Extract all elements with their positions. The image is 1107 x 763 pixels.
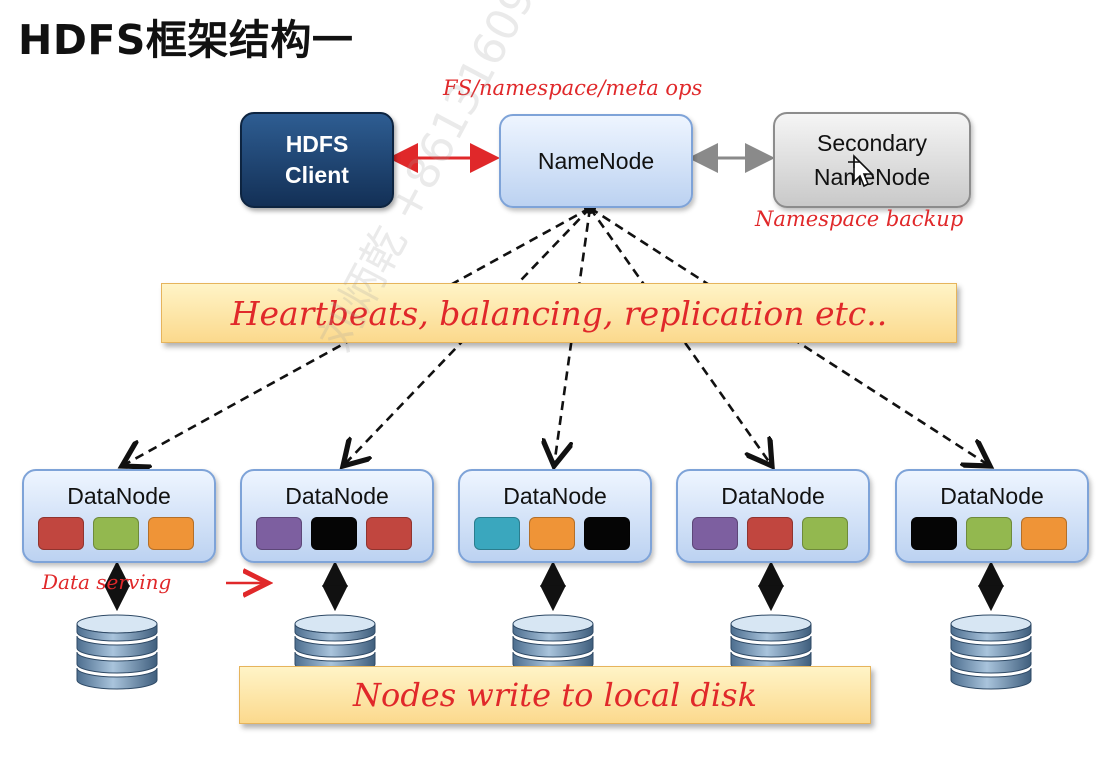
disk-arrows	[104, 560, 1004, 612]
data-block-green	[966, 517, 1012, 550]
data-block-red	[366, 517, 412, 550]
datanode-blocks	[911, 517, 1067, 550]
client-label-line1: HDFS	[285, 131, 349, 157]
hdfs-client-box: HDFS Client	[240, 112, 394, 208]
page-title: HDFS框架结构一	[18, 16, 354, 64]
datanode-label: DataNode	[940, 483, 1044, 509]
heartbeat-line-3	[554, 207, 592, 466]
local-disk-banner: Nodes write to local disk	[239, 666, 871, 724]
data-block-teal	[474, 517, 520, 550]
data-block-black	[311, 517, 357, 550]
datanode-label: DataNode	[285, 483, 389, 509]
local-disk-banner-text: Nodes write to local disk	[353, 676, 757, 714]
datanode-blocks	[256, 517, 412, 550]
mouse-cursor-icon	[848, 154, 874, 188]
client-label-line2: Client	[285, 162, 349, 188]
data-block-green	[802, 517, 848, 550]
datanode-blocks	[38, 517, 194, 550]
data-block-purple	[256, 517, 302, 550]
data-block-orange	[529, 517, 575, 550]
data-serving-note: Data serving	[42, 570, 172, 594]
datanode-label: DataNode	[67, 483, 171, 509]
secondary-label-line2: NameNode	[813, 164, 931, 190]
secondary-namenode-box: Secondary NameNode	[773, 112, 971, 208]
heartbeats-banner-text: Heartbeats, balancing, replication etc..	[230, 293, 888, 333]
data-block-orange	[1021, 517, 1067, 550]
datanode-blocks	[474, 517, 630, 550]
disk-icon	[76, 614, 158, 690]
namenode-label: NameNode	[537, 147, 655, 174]
data-block-black	[584, 517, 630, 550]
datanode-label: DataNode	[721, 483, 825, 509]
data-block-black	[911, 517, 957, 550]
data-block-red	[38, 517, 84, 550]
data-block-purple	[692, 517, 738, 550]
datanode-box-2: DataNode	[240, 469, 434, 563]
datanode-box-5: DataNode	[895, 469, 1089, 563]
data-block-red	[747, 517, 793, 550]
namespace-backup-note: Namespace backup	[755, 207, 964, 231]
datanode-box-4: DataNode	[676, 469, 870, 563]
datanode-box-3: DataNode	[458, 469, 652, 563]
datanode-box-1: DataNode	[22, 469, 216, 563]
datanode-blocks	[692, 517, 848, 550]
heartbeat-line-5	[589, 206, 990, 466]
datanode-label: DataNode	[503, 483, 607, 509]
data-block-orange	[148, 517, 194, 550]
namenode-box: NameNode	[499, 114, 693, 208]
fs-ops-note: FS/namespace/meta ops	[443, 76, 703, 100]
heartbeats-banner: Heartbeats, balancing, replication etc..	[161, 283, 957, 343]
secondary-label-line1: Secondary	[817, 130, 927, 156]
disk-icon	[950, 614, 1032, 690]
data-block-green	[93, 517, 139, 550]
